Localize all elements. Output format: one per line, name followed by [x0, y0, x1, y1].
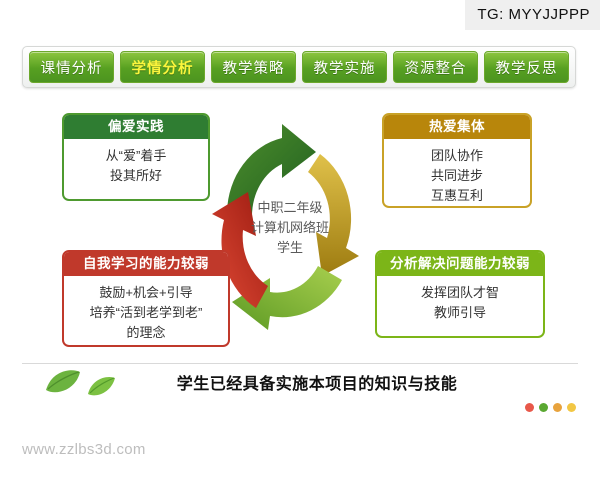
- callout-top-right-line-2: 共同进步: [430, 168, 483, 183]
- callout-bottom-left-line-1: 鼓励+机会+引导: [99, 285, 193, 300]
- callout-top-left-line-2: 投其所好: [109, 168, 162, 183]
- tab-jiaoxue-shishi[interactable]: 教学实施: [302, 51, 387, 83]
- callout-top-left: 偏爱实践 从“爱”着手 投其所好: [62, 113, 210, 201]
- footer-url: www.zzlbs3d.com: [22, 441, 146, 458]
- callout-bottom-right-title: 分析解决问题能力较弱: [377, 252, 543, 276]
- callout-bottom-left: 自我学习的能力较弱 鼓励+机会+引导 培养“活到老学到老” 的理念: [62, 250, 230, 347]
- callout-top-left-body: 从“爱”着手 投其所好: [64, 139, 208, 192]
- callout-bottom-right-line-2: 教师引导: [433, 305, 486, 320]
- section-divider: [22, 363, 578, 364]
- callout-bottom-right-body: 发挥团队才智 教师引导: [377, 276, 543, 329]
- callout-top-right: 热爱集体 团队协作 共同进步 互惠互利: [382, 113, 532, 208]
- callout-bottom-left-title: 自我学习的能力较弱: [64, 252, 228, 276]
- watermark-badge: TG: MYYJJPPP: [465, 0, 600, 30]
- circular-arrows-icon: [196, 120, 386, 340]
- callout-top-right-body: 团队协作 共同进步 互惠互利: [384, 139, 530, 212]
- cycle-center-label: 中职二年级 计算机网络班 学生: [225, 198, 355, 258]
- callout-bottom-left-body: 鼓励+机会+引导 培养“活到老学到老” 的理念: [64, 276, 228, 349]
- callout-bottom-left-line-2: 培养“活到老学到老”: [89, 305, 203, 320]
- center-line-2: 计算机网络班: [250, 220, 329, 235]
- decorative-dots: [525, 403, 576, 412]
- tab-ziyuan-zhenghe[interactable]: 资源整合: [393, 51, 478, 83]
- bottom-caption: 学生已经具备实施本项目的知识与技能: [176, 376, 458, 393]
- callout-top-right-line-3: 互惠互利: [430, 188, 483, 203]
- dot-1: [525, 403, 534, 412]
- callout-bottom-right: 分析解决问题能力较弱 发挥团队才智 教师引导: [375, 250, 545, 338]
- tab-jiaoxue-fansi[interactable]: 教学反思: [484, 51, 569, 83]
- leaf-icon: [38, 366, 128, 398]
- callout-top-right-title: 热爱集体: [384, 115, 530, 139]
- callout-top-left-title: 偏爱实践: [64, 115, 208, 139]
- callout-top-right-line-1: 团队协作: [430, 148, 483, 163]
- callout-bottom-left-line-3: 的理念: [126, 325, 166, 340]
- callout-bottom-right-line-1: 发挥团队才智: [420, 285, 499, 300]
- process-tab-bar: 课情分析 学情分析 教学策略 教学实施 资源整合 教学反思: [22, 46, 576, 88]
- center-line-1: 中职二年级: [257, 200, 323, 215]
- center-line-3: 学生: [276, 240, 303, 255]
- tab-keqing-fenxi[interactable]: 课情分析: [29, 51, 114, 83]
- dot-3: [553, 403, 562, 412]
- dot-2: [539, 403, 548, 412]
- tab-xueqing-fenxi[interactable]: 学情分析: [120, 51, 205, 83]
- dot-4: [567, 403, 576, 412]
- tab-jiaoxue-celue[interactable]: 教学策略: [211, 51, 296, 83]
- callout-top-left-line-1: 从“爱”着手: [105, 148, 167, 163]
